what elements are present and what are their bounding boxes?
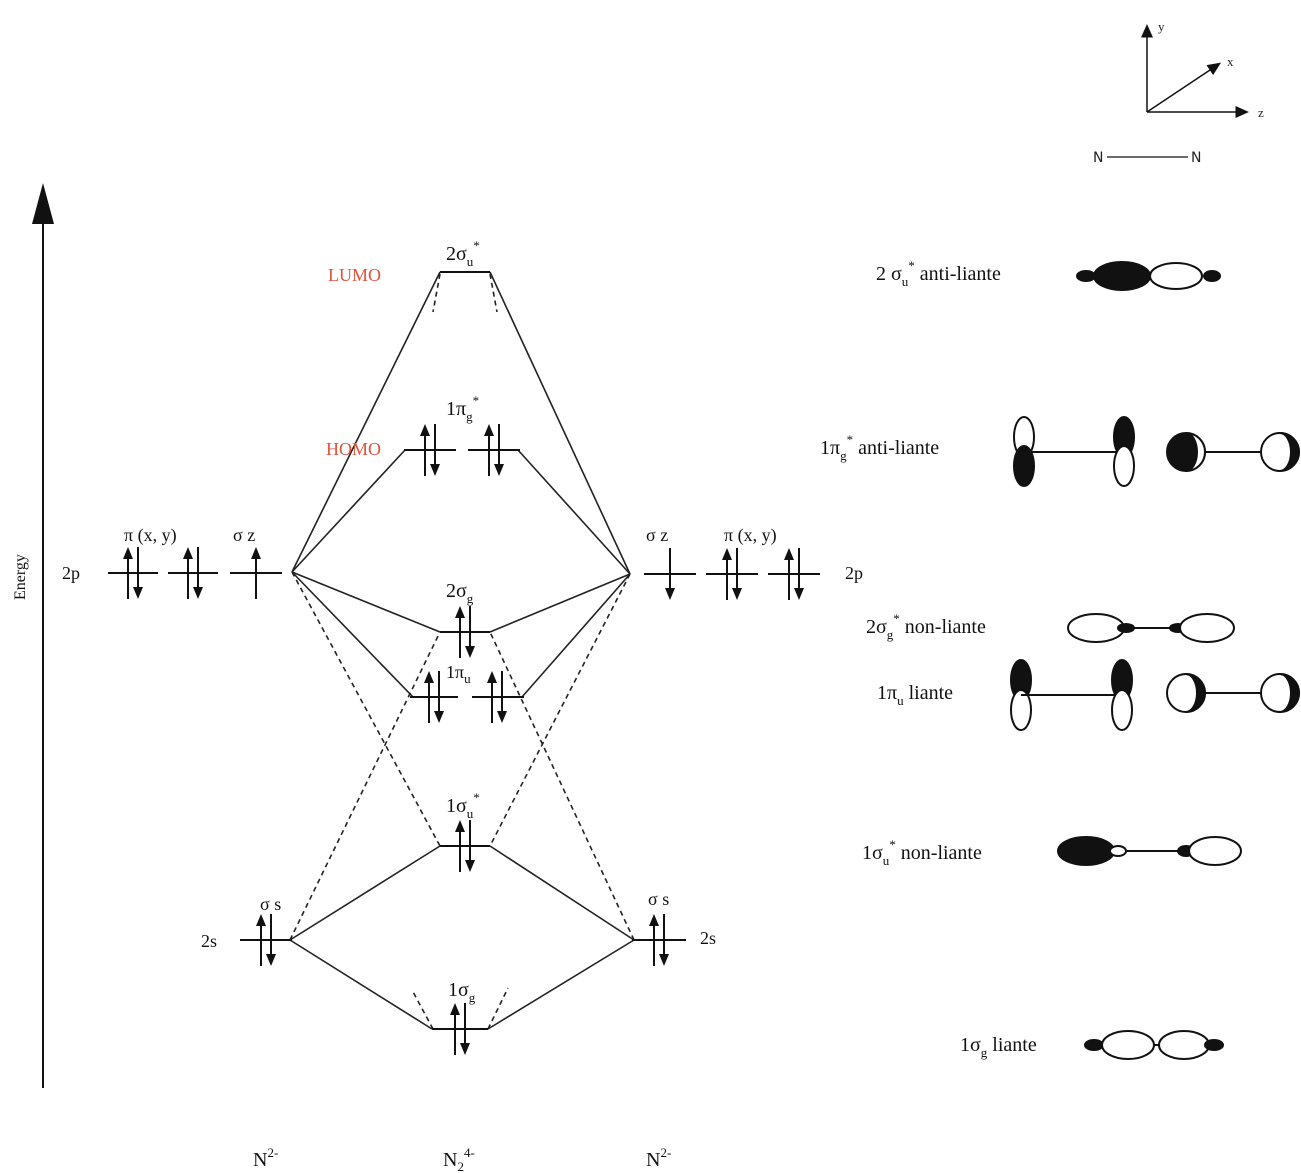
orbital-shape-1pg-side — [1013, 416, 1135, 487]
orbital-shape-1sg — [1084, 1030, 1224, 1060]
mo-label-1pg: 1πg* — [446, 393, 479, 424]
electron-right-px-up — [722, 548, 732, 600]
electron-left-2s-up — [256, 914, 266, 966]
right-sigma-s-label: σ s — [648, 889, 669, 909]
electron-right-2s-up — [649, 914, 659, 966]
inset-atom-b: N — [1191, 150, 1201, 166]
electron-1pu-b-down — [497, 671, 507, 723]
energy-axis-arrowhead — [32, 183, 54, 224]
mo-levels: 2σu* 1πg* 2σg 1πu 1σu* 1σg LUMO HOMO — [326, 238, 524, 1030]
electron-left-pz-up — [251, 547, 261, 599]
electron-2sg-down — [465, 606, 475, 658]
orbital-shape-2su — [1076, 261, 1221, 291]
electron-1pu-a-down — [434, 671, 444, 723]
right-2s-label: 2s — [700, 928, 716, 948]
lumo-label: LUMO — [328, 265, 381, 285]
electron-right-py-down — [794, 548, 804, 600]
left-2s-label: 2s — [201, 931, 217, 951]
orbital-shape-1pu-end — [1166, 673, 1300, 713]
energy-axis-label: Energy — [12, 554, 29, 600]
electron-left-2s-down — [266, 914, 276, 966]
left-pi-label: π (x, y) — [124, 525, 177, 546]
orbital-shape-1pg-end — [1166, 432, 1300, 472]
electron-right-2s-down — [659, 914, 669, 966]
electron-1pg-b-up — [484, 424, 494, 476]
legend-label-1pu: 1πu liante — [877, 682, 953, 708]
electron-1pu-a-up — [424, 671, 434, 723]
electron-left-px-down — [133, 547, 143, 599]
legend-label-2su: 2 σu* anti-liante — [876, 258, 1001, 289]
left-species: N2- — [253, 1145, 278, 1171]
right-atom-levels: σ z π (x, y) 2p σ s 2s — [632, 525, 863, 948]
orbital-shape-2sg — [1067, 613, 1235, 643]
legend-label-2sg: 2σg* non-liante — [866, 611, 986, 642]
axes-inset: y x z N N — [1093, 19, 1264, 166]
left-atom-levels: 2p π (x, y) σ z 2s σ s — [62, 525, 292, 951]
electron-1sg-up — [450, 1003, 460, 1055]
species-labels: N2- N24- N2- — [253, 1145, 671, 1173]
electron-2sg-up — [455, 606, 465, 658]
electron-1pg-a-up — [420, 424, 430, 476]
electron-1pu-b-up — [487, 671, 497, 723]
axis-x-label: x — [1227, 54, 1234, 69]
orbital-shape-1pu-side — [1010, 659, 1133, 731]
electron-left-py-up — [183, 547, 193, 599]
axis-z-label: z — [1258, 105, 1264, 120]
molecule-species: N24- — [443, 1145, 475, 1173]
electron-1su-up — [455, 820, 465, 872]
electrons — [123, 424, 804, 1055]
electron-1su-down — [465, 820, 475, 872]
homo-label: HOMO — [326, 439, 381, 459]
mo-label-1sg: 1σg — [448, 979, 476, 1005]
right-pi-label: π (x, y) — [724, 525, 777, 546]
legend-label-1su: 1σu* non-liante — [862, 837, 982, 868]
left-sigma-s-label: σ s — [260, 894, 281, 914]
right-sigma-z-label: σ z — [646, 525, 668, 545]
electron-right-py-up — [784, 548, 794, 600]
electron-1pg-b-down — [494, 424, 504, 476]
right-species: N2- — [646, 1145, 671, 1171]
left-sigma-z-label: σ z — [233, 525, 255, 545]
mo-label-1pu: 1πu — [446, 662, 471, 686]
mo-label-2su: 2σu* — [446, 238, 480, 269]
orbital-legend: 2 σu* anti-liante 1πg* anti-liante 2σg* … — [820, 258, 1037, 1060]
mo-label-1su: 1σu* — [446, 790, 480, 821]
left-2p-label: 2p — [62, 563, 80, 583]
right-2p-label: 2p — [845, 563, 863, 583]
legend-label-1pg: 1πg* anti-liante — [820, 432, 939, 463]
legend-label-1sg: 1σg liante — [960, 1034, 1037, 1060]
electron-1pg-a-down — [430, 424, 440, 476]
orbital-shape-1su — [1057, 836, 1242, 866]
electron-1sg-down — [460, 1003, 470, 1055]
axis-y-label: y — [1158, 19, 1165, 34]
dashed-mixing-lines — [289, 273, 635, 1030]
electron-left-py-down — [193, 547, 203, 599]
mo-label-2sg: 2σg — [446, 580, 474, 606]
inset-atom-a: N — [1093, 150, 1103, 166]
electron-right-pz-down — [665, 548, 675, 600]
energy-axis: Energy — [12, 183, 54, 1088]
correlation-lines — [289, 271, 635, 1030]
electron-right-px-down — [732, 548, 742, 600]
electron-left-px-up — [123, 547, 133, 599]
